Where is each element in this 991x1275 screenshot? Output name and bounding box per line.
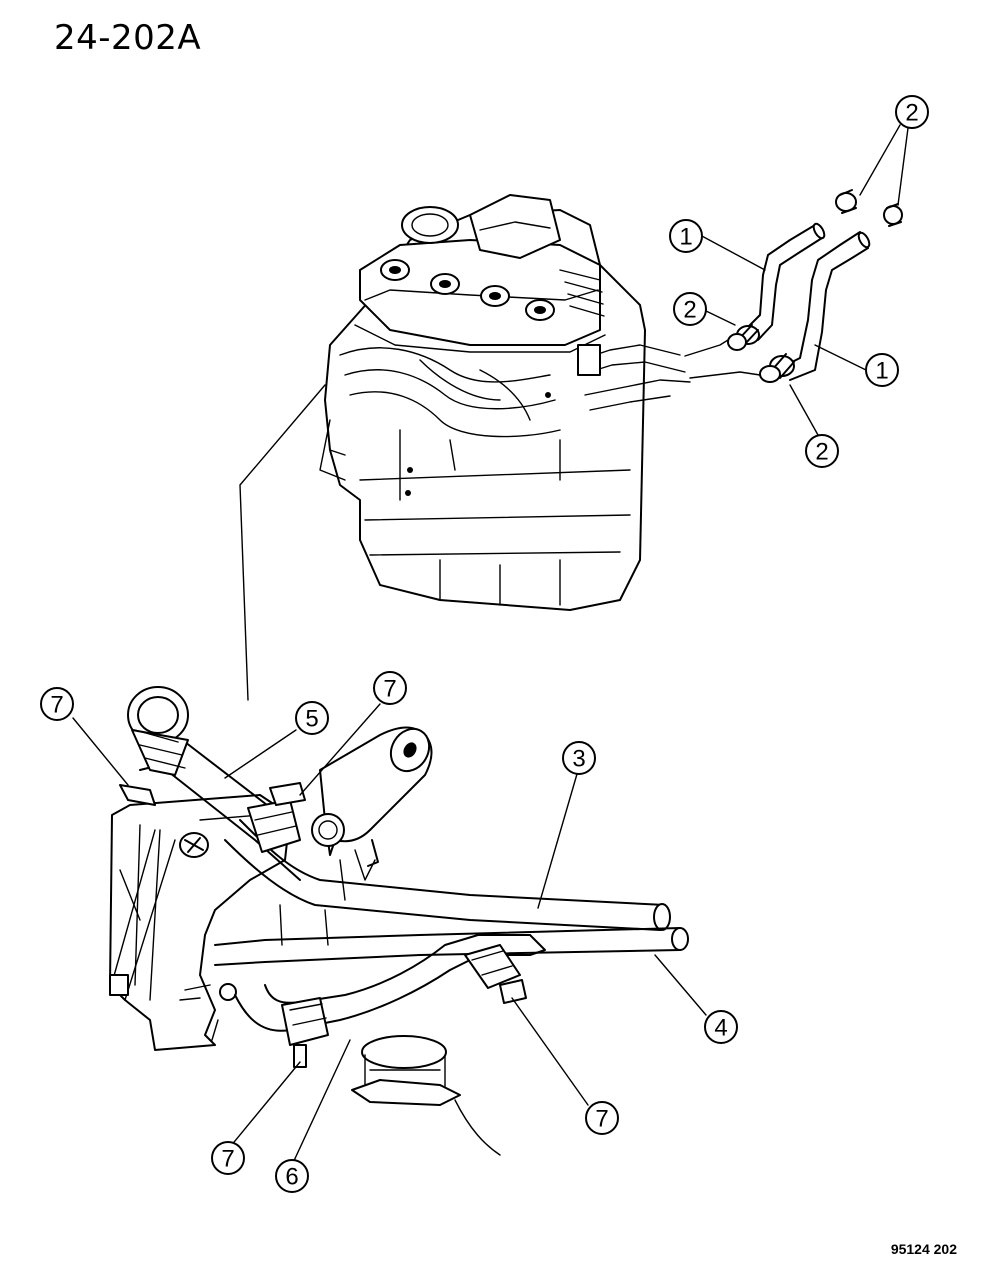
svg-text:2: 2 <box>815 439 828 466</box>
svg-text:5: 5 <box>305 706 318 733</box>
callout-5: 5 <box>295 701 329 735</box>
hose-clamps <box>684 189 903 383</box>
svg-text:3: 3 <box>572 746 585 773</box>
reference-code: 95124 202 <box>890 1241 957 1257</box>
callout-3: 3 <box>562 741 596 775</box>
svg-text:2: 2 <box>905 100 918 127</box>
callout-7-fill-neck: 7 <box>40 687 74 721</box>
callout-2-bottom: 2 <box>805 434 839 468</box>
callout-1-upper: 1 <box>669 219 703 253</box>
callout-1-lower: 1 <box>865 353 899 387</box>
svg-text:4: 4 <box>714 1015 727 1042</box>
svg-text:7: 7 <box>595 1106 608 1133</box>
view-leader-line <box>239 384 326 701</box>
svg-text:7: 7 <box>50 692 63 719</box>
callout-7-upper-joint: 7 <box>373 671 407 705</box>
svg-text:1: 1 <box>875 358 888 385</box>
callout-7-left-clamp: 7 <box>211 1141 245 1175</box>
svg-text:7: 7 <box>383 676 396 703</box>
heater-hose-lower <box>779 231 871 381</box>
svg-text:6: 6 <box>285 1164 298 1191</box>
callout-2-top: 2 <box>895 95 929 129</box>
svg-text:7: 7 <box>221 1146 234 1173</box>
engine <box>319 194 691 611</box>
callout-leaders <box>72 124 909 1166</box>
callout-7-right-clamp: 7 <box>585 1101 619 1135</box>
lower-assembly <box>109 686 689 1156</box>
svg-text:1: 1 <box>679 224 692 251</box>
svg-text:2: 2 <box>683 297 696 324</box>
callout-6: 6 <box>275 1159 309 1193</box>
figure-id: 24-202A <box>54 18 202 58</box>
callout-4: 4 <box>704 1010 738 1044</box>
callout-2-mid: 2 <box>673 292 707 326</box>
heater-hose-upper <box>744 222 826 341</box>
